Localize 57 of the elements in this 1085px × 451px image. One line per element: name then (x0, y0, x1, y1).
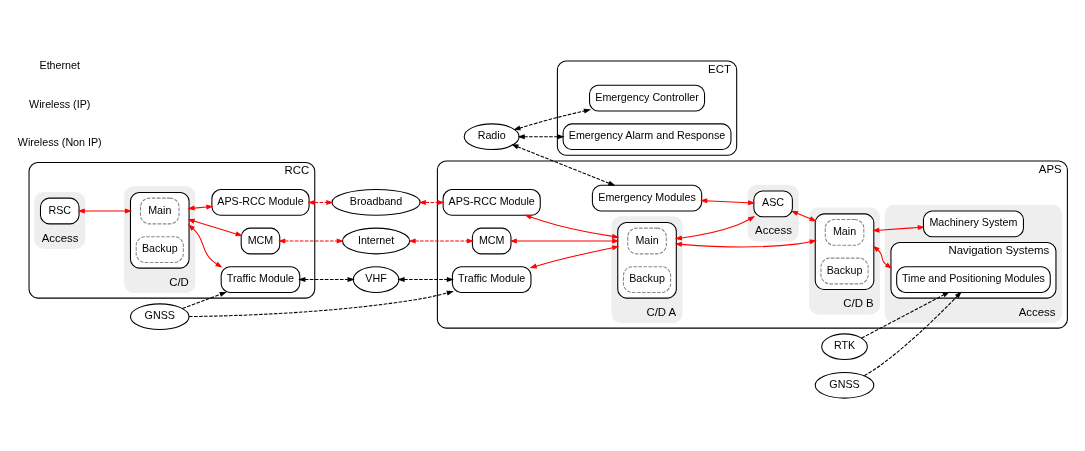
cluster (129, 191, 190, 269)
node-ellipse: VHF (352, 265, 400, 293)
arrow (863, 290, 962, 376)
legend-label: Wireless (IP) (29, 97, 91, 110)
arrow (674, 215, 756, 240)
cluster (814, 212, 875, 290)
arrow (188, 290, 454, 317)
node-box: Backup (135, 235, 184, 263)
node-box: Emergency Alarm and Response (562, 122, 732, 150)
node-box: Emergency Controller (589, 84, 706, 112)
arrow (872, 245, 893, 269)
node-box: Traffic Module (451, 265, 532, 293)
arrow (700, 197, 756, 205)
arrow (187, 204, 214, 211)
legend-label: Ethernet (39, 58, 80, 71)
arrow (529, 244, 620, 268)
node-ellipse: RTK (821, 332, 868, 360)
node-box: Backup (820, 257, 869, 284)
node-ellipse: Internet (341, 227, 411, 254)
node-box: Emergency Modules (591, 184, 703, 212)
node-box: MCM (471, 227, 512, 254)
arrow (517, 133, 565, 139)
arrow (187, 218, 243, 236)
arrow (861, 291, 950, 339)
arrow (674, 238, 817, 247)
arrow (77, 208, 133, 213)
arrow (278, 238, 344, 243)
cluster (617, 221, 677, 299)
node-box: MCM (240, 227, 281, 254)
node-box: Main (824, 218, 865, 246)
arrow (187, 223, 223, 268)
arrow (509, 238, 620, 243)
arrow (524, 214, 620, 239)
node-box: Backup (622, 265, 672, 293)
node-ellipse: GNSS (814, 371, 875, 399)
legend-label: Wireless (Non IP) (17, 135, 102, 148)
node-box: APS-RCC Module (442, 188, 541, 216)
node-ellipse: Broadband (331, 188, 421, 216)
arrow (418, 199, 445, 205)
arrow (181, 291, 227, 309)
node-box: Time and Positioning Modules (896, 265, 1051, 293)
node-ellipse: GNSS (129, 302, 190, 330)
node-box: Main (139, 197, 180, 224)
node-box: ASC (753, 189, 793, 217)
node-box: Traffic Module (220, 265, 301, 293)
node-box: RSC (39, 197, 80, 224)
arrow (790, 210, 817, 221)
arrow (397, 276, 454, 282)
arrow (513, 108, 592, 130)
arrow (511, 143, 616, 186)
node-box: Machinery System (922, 209, 1024, 237)
arrow (872, 224, 925, 233)
node-box: APS-RCC Module (211, 188, 310, 216)
node-box: Main (627, 227, 667, 254)
arrow (298, 276, 355, 282)
arrow (307, 199, 334, 205)
arrow (408, 238, 474, 243)
